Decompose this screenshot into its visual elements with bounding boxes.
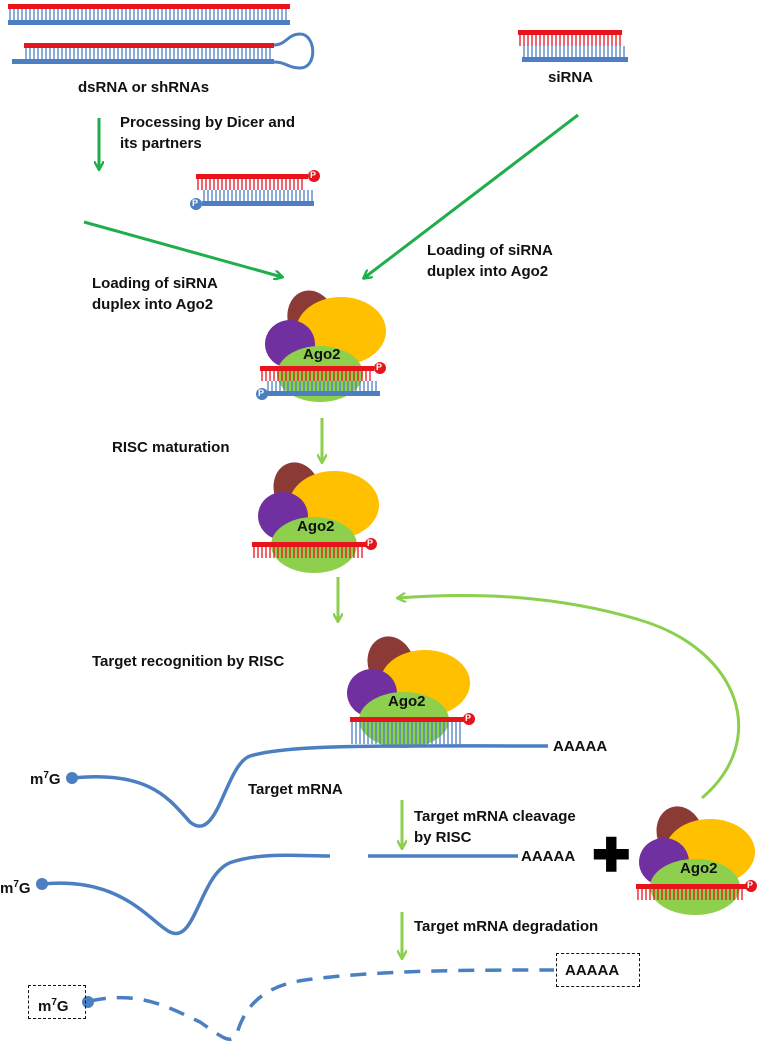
long-dsrna: [8, 4, 290, 25]
polya-tail: AAAAA: [521, 848, 576, 865]
phosphate-label: P: [192, 198, 199, 208]
label-loading-right: Loading of siRNA duplex into Ago2: [427, 242, 553, 280]
label-processing: Processing by Dicer and its partners: [120, 114, 296, 152]
ago2-subunit: [277, 346, 363, 402]
plus-icon: ✚: [592, 829, 631, 881]
cap-highlight-box: [28, 985, 86, 1019]
phosphate-label: P: [376, 362, 383, 372]
ago2-label: Ago2: [388, 693, 426, 710]
dicer-product-duplex: [190, 170, 320, 210]
label-sirna: siRNA: [548, 69, 594, 86]
label-cleavage: Target mRNA cleavage by RISC: [414, 808, 576, 846]
arrow-recycling: [398, 596, 741, 800]
risc-complex-mature: [252, 462, 379, 573]
degraded-mrna: [89, 968, 555, 1041]
phosphate-label: P: [747, 880, 754, 890]
label-target-recognition: Target recognition by RISC: [92, 653, 285, 670]
risc-complex-loading: [256, 290, 386, 402]
cleaved-cap-dot: [36, 878, 48, 890]
phosphate-label: P: [258, 388, 265, 398]
mrna-cap-label: m7G: [38, 997, 69, 1015]
cleaved-mrna-5prime: [41, 853, 331, 936]
label-degradation: Target mRNA degradation: [414, 918, 599, 935]
polya-tail: AAAAA: [565, 962, 620, 979]
phosphate-label: P: [310, 170, 317, 180]
risc-complex-target: [347, 636, 475, 748]
ago2-label: Ago2: [680, 860, 718, 877]
ago2-label: Ago2: [297, 518, 335, 535]
phosphate-label: P: [367, 538, 374, 548]
label-risc-maturation: RISC maturation: [112, 439, 230, 456]
polya-highlight-box: [556, 953, 640, 987]
label-target-mrna: Target mRNA: [248, 781, 343, 798]
arrow-loading-left: [83, 220, 282, 277]
mrna-cap-dot: [66, 772, 78, 784]
arrow-loading-right: [364, 113, 579, 278]
sirna-duplex: [518, 30, 628, 62]
mrna-cap-label: m7G: [30, 770, 61, 788]
phosphate-label: P: [465, 713, 472, 723]
polya-tail: AAAAA: [553, 738, 608, 755]
shrna: [12, 32, 315, 70]
target-mrna: [71, 744, 549, 828]
dsrna-rungs: [9, 9, 287, 20]
label-loading-left: Loading of siRNA duplex into Ago2: [92, 275, 218, 313]
label-dsrna-shrna: dsRNA or shRNAs: [78, 79, 210, 96]
mrna-cap-label: m7G: [0, 879, 31, 897]
risc-complex-released: [636, 806, 757, 915]
ago2-label: Ago2: [303, 346, 341, 363]
